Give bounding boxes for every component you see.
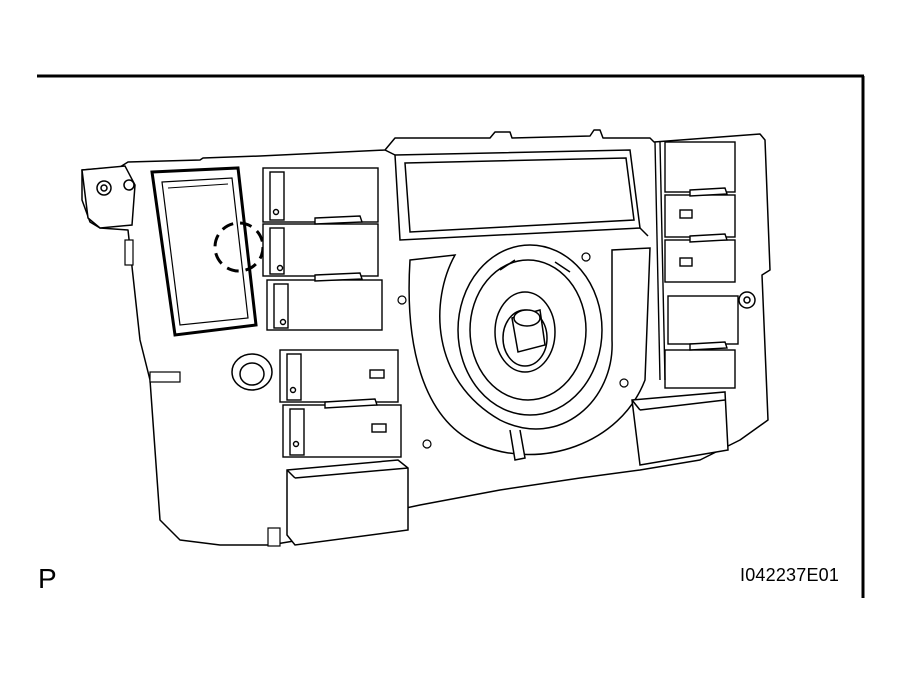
lower-right-push-button bbox=[631, 391, 729, 466]
highlighted-switch bbox=[150, 166, 258, 337]
center-dial bbox=[408, 244, 651, 461]
screw-points bbox=[397, 252, 629, 449]
figure-frame bbox=[37, 74, 865, 598]
display-window bbox=[384, 149, 649, 241]
lower-left-switch-column bbox=[279, 349, 402, 458]
left-switch-column bbox=[262, 167, 383, 331]
right-switch-column bbox=[654, 141, 739, 389]
figure-code-label: I042237E01 bbox=[740, 565, 840, 585]
left-mounting-bracket bbox=[81, 165, 136, 229]
left-edge-tabs bbox=[124, 239, 281, 547]
left-post bbox=[231, 353, 273, 391]
right-mounting-hole bbox=[738, 291, 756, 309]
view-mark-label: P bbox=[38, 563, 57, 594]
lower-left-push-button bbox=[286, 459, 409, 546]
